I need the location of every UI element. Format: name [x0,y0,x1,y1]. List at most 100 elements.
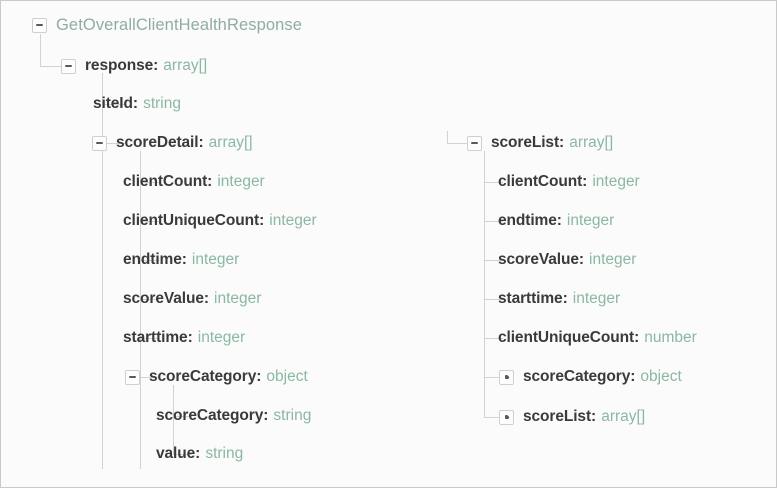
tree-node-siteid[interactable]: siteId : string [93,93,181,115]
connector-scoredetail-to-scorevalue [140,299,159,300]
node-label: clientCount [498,173,583,190]
node-type: integer [191,251,240,268]
node-type: integer [572,290,621,307]
connector-root-to-response [40,66,65,67]
tree-node-scorelist-nested-scorelist[interactable]: scoreList : array[] [499,406,645,428]
node-colon: : [198,134,204,151]
tree-node-scorelist-scorecategory[interactable]: scoreCategory : object [499,366,682,388]
connector-scoredetail-to-endtime [140,260,159,261]
node-label: siteId [93,95,133,112]
node-label: value [156,445,196,462]
connector-scorelist-to-scorecategory [484,377,500,378]
connector-scorelist-to-scorelist [484,417,500,418]
connector-scorelist-to-endtime [484,221,503,222]
node-type: object [640,368,682,385]
node-colon: : [132,95,139,112]
connector-scorecategory-to-scorecategory [173,416,192,417]
connector-scorecategory-trunk [173,385,174,455]
node-label: scoreList [523,408,592,425]
node-colon: : [181,251,187,268]
node-colon: : [263,407,269,424]
tree-node-scorelist-starttime[interactable]: starttime : integer [498,288,620,310]
minus-icon[interactable] [32,17,47,33]
node-type: integer [269,212,317,229]
node-label: scoreList [491,134,560,151]
tree-node-scoredetail[interactable]: scoreDetail : array[] [92,132,253,154]
connector-scorelist-to-starttime [484,299,503,300]
node-label: clientUniqueCount [123,212,260,229]
tree-node-scorelist-clientuniquecount[interactable]: clientUniqueCount : number [498,327,697,349]
node-label: scoreDetail [116,134,199,151]
connector-scorecategory-to-value [173,454,192,455]
node-label: endtime [498,212,557,229]
tree-node-root[interactable]: GetOverallClientHealthResponse [32,14,302,36]
node-label: scoreValue [498,251,579,268]
connector-root-vertical [40,34,41,66]
node-type: integer [566,212,615,229]
node-colon: : [153,57,159,74]
node-type: string [143,95,181,112]
node-type: integer [217,173,265,190]
node-type: array[] [163,57,208,74]
connector-response-to-siteid [102,104,126,105]
plus-icon[interactable] [499,369,514,385]
connector-scoredetail-to-clientcount [140,182,159,183]
tree-node-scorecategory-value[interactable]: value : string [156,443,243,465]
node-colon: : [556,212,562,229]
node-label: starttime [498,290,563,307]
node-type: string [273,407,312,424]
connector-scoredetail-to-clientuniquecount [140,221,159,222]
tree-node-scorecategory-string[interactable]: scoreCategory : string [156,405,311,427]
tree-node-scoredetail-scorevalue[interactable]: scoreValue : integer [123,288,261,310]
node-label: scoreCategory [156,407,264,424]
node-colon: : [559,134,565,151]
node-label: scoreCategory [523,368,631,385]
node-colon: : [591,408,597,425]
connector-scoredetail-trunk [140,151,141,469]
node-type: object [266,368,308,385]
tree-node-scoredetail-clientcount[interactable]: clientCount : integer [123,171,265,193]
tree-node-scoredetail-clientuniquecount[interactable]: clientUniqueCount : integer [123,210,317,232]
plus-icon[interactable] [499,409,514,425]
connector-scorelist-trunk [484,151,485,418]
node-type: integer [592,173,640,190]
tree-node-scorelist-scorevalue[interactable]: scoreValue : integer [498,249,636,271]
connector-scoredetail-to-scorecategory [140,377,158,378]
node-label: endtime [123,251,182,268]
connector-right-inbound-horizontal [447,143,469,144]
node-type: integer [197,329,246,346]
node-type: array[] [208,134,253,151]
tree-node-scorelist[interactable]: scoreList : array[] [467,132,613,154]
tree-node-scorelist-endtime[interactable]: endtime : integer [498,210,614,232]
node-colon: : [256,368,262,385]
minus-icon[interactable] [92,135,107,151]
connector-scoredetail-to-starttime [140,338,159,339]
node-type: number [644,329,697,346]
tree-node-scoredetail-endtime[interactable]: endtime : integer [123,249,239,271]
connector-response-trunk [102,73,103,469]
connector-scorelist-to-scorevalue [484,260,503,261]
node-colon: : [195,445,201,462]
tree-node-scorecategory-object[interactable]: scoreCategory : object [125,366,308,388]
tree-node-scorelist-clientcount[interactable]: clientCount : integer [498,171,640,193]
node-label: clientUniqueCount [498,329,635,346]
minus-icon[interactable] [61,58,76,74]
node-type: array[] [569,134,614,151]
node-type: integer [589,251,637,268]
node-colon: : [207,173,213,190]
node-label: scoreCategory [149,368,257,385]
node-colon: : [578,251,585,268]
tree-node-scoredetail-starttime[interactable]: starttime : integer [123,327,245,349]
connector-right-inbound-vertical [447,131,448,143]
node-label: GetOverallClientHealthResponse [56,16,303,34]
minus-icon[interactable] [467,135,482,151]
node-colon: : [203,290,210,307]
node-colon: : [562,290,568,307]
minus-icon[interactable] [125,369,140,385]
node-colon: : [187,329,193,346]
node-colon: : [259,212,265,229]
connector-response-to-scoredetail [102,143,125,144]
tree-node-response[interactable]: response : array[] [61,55,207,77]
